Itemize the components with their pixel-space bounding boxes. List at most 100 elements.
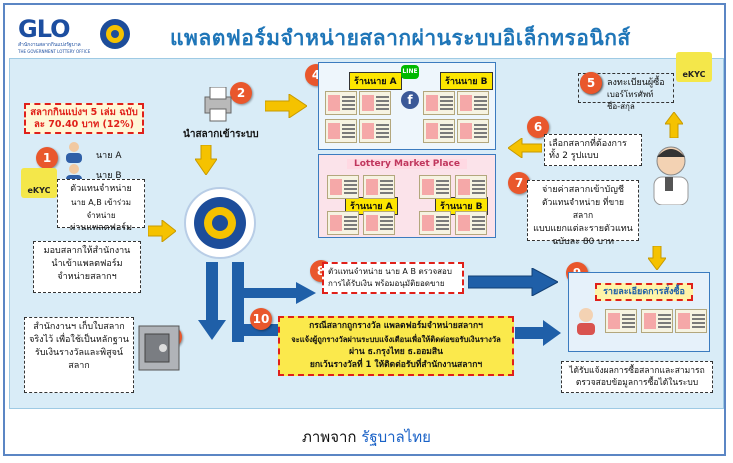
order-detail-panel: รายละเอียดการสั่งซื้อ <box>568 272 710 352</box>
step-1-box-join-line1: ตัวแทนจำหน่าย <box>70 184 132 194</box>
price-info-line1: สลากกินแบ่งฯ 5 เล่ม ฉบับ <box>30 107 138 118</box>
step-3-line4: สลาก <box>68 361 90 371</box>
step-1-box-deliver-line3: จำหน่ายสลากฯ <box>57 272 117 282</box>
arrow-right-icon <box>265 94 307 118</box>
ticket-icon <box>457 91 489 115</box>
buyer-avatar-icon <box>577 308 595 335</box>
arrow-right-blue-icon <box>468 268 558 296</box>
step-3-line1: สำนักงานฯ เก็บใบสลาก <box>33 322 125 332</box>
step-10-badge: 10 <box>250 308 272 330</box>
step-2-badge: 2 <box>230 82 252 104</box>
step-8-line1: ตัวแทนจำหน่าย นาย A B ตรวจสอบ <box>328 267 452 276</box>
arrow-right-icon <box>148 220 176 242</box>
step-1-badge: 1 <box>36 147 58 169</box>
market-place-panel: Lottery Market Place ร้านนาย A ร้านนาย B <box>318 154 496 238</box>
step-3-line3: รับเงินรางวัลและพิสูจน์ <box>34 348 124 358</box>
shop-b-label: ร้านนาย B <box>440 72 493 90</box>
step-10-box: กรณีสลากถูกรางวัล แพลตฟอร์มจำหน่ายสลากฯ … <box>278 316 514 376</box>
step-5-line2: เบอร์โทรศัพท์ ชื่อ-สกุล <box>607 90 654 111</box>
market-place-title: Lottery Market Place <box>347 159 467 169</box>
ticket-icon <box>605 309 637 333</box>
step-7-line2: ตัวแทนจำหน่าย ที่ขายสลาก <box>542 198 624 221</box>
page-title: แพลตฟอร์มจำหน่ายสลากผ่านระบบอิเล็กทรอนิก… <box>170 26 631 50</box>
ticket-icon <box>325 119 357 143</box>
ticket-icon <box>675 309 707 333</box>
step-5-box: ลงทะเบียนผู้ซื้อ เบอร์โทรศัพท์ ชื่อ-สกุล <box>578 73 674 111</box>
step-8-line2: การได้รับเงิน พร้อมอนุมัติยอดขาย <box>328 279 445 288</box>
glo-seal-icon <box>184 187 256 259</box>
ticket-icon <box>641 309 673 333</box>
step-6-badge: 6 <box>527 116 549 138</box>
arrow-down-icon <box>195 145 217 175</box>
step-9-line1: ได้รับแจ้งผลการซื้อสลากและสามารถ <box>569 366 705 376</box>
ticket-icon <box>457 119 489 143</box>
online-shop-panel: ร้านนาย A ร้านนาย B LINE f <box>318 62 496 150</box>
step-2-label: นำสลากเข้าระบบ <box>183 129 259 140</box>
arrow-blue-connector-icon <box>198 262 244 342</box>
step-7-line4: ฉบับละ 80 บาท <box>552 237 614 247</box>
glo-logo-text: GLO <box>18 15 71 43</box>
step-10-line1: กรณีสลากถูกรางวัล แพลตฟอร์มจำหน่ายสลากฯ <box>309 321 483 331</box>
image-caption: ภาพจาก รัฐบาลไทย <box>0 425 733 449</box>
step-5-badge-front: 5 <box>580 72 602 94</box>
step-10-line3: ผ่าน ธ.กรุงไทย ธ.ออมสิน <box>349 347 443 357</box>
order-detail-title: รายละเอียดการสั่งซื้อ <box>603 287 685 297</box>
safe-box-icon <box>138 325 180 371</box>
step-9-line2: ตรวจสอบข้อมูลการซื้อได้ในระบบ <box>575 378 699 388</box>
line-app-icon: LINE <box>401 65 419 79</box>
glo-emblem-icon <box>100 19 130 49</box>
step-7-badge: 7 <box>508 172 530 194</box>
ticket-icon <box>363 211 395 235</box>
facebook-icon: f <box>401 91 419 109</box>
arrow-left-icon <box>508 138 542 158</box>
ticket-icon <box>327 175 359 199</box>
ekyc-label-buyer: eKYC <box>682 70 706 79</box>
step-7-line1: จ่ายค่าสลากเข้าบัญชี <box>542 185 624 195</box>
glo-logo-sub-thai: สำนักงานสลากกินแบ่งรัฐบาล <box>18 42 81 48</box>
step-3-box: สำนักงานฯ เก็บใบสลาก จริงไว้ เพื่อใช้เป็… <box>24 317 134 393</box>
step-8-box: ตัวแทนจำหน่าย นาย A B ตรวจสอบ การได้รับเ… <box>322 262 464 294</box>
price-info-box: สลากกินแบ่งฯ 5 เล่ม ฉบับ ละ 70.40 บาท (1… <box>24 103 144 134</box>
person-a-label: นาย A <box>96 151 122 161</box>
step-3-line2: จริงไว้ เพื่อใช้เป็นหลักฐาน <box>29 335 129 345</box>
arrow-right-blue-icon <box>515 320 561 346</box>
printer-icon <box>204 87 232 122</box>
arrow-up-icon <box>665 112 683 138</box>
buyer-person-icon <box>653 146 689 205</box>
order-detail-title-box: รายละเอียดการสั่งซื้อ <box>595 283 693 301</box>
caption-source-link[interactable]: รัฐบาลไทย <box>361 428 431 446</box>
step-6-line2: ทั้ง 2 รูปแบบ <box>549 151 599 161</box>
person-a-icon <box>66 142 82 163</box>
step-7-line3: แบบแยกแต่ละรายตัวแทน <box>533 224 633 234</box>
ticket-icon <box>363 175 395 199</box>
line-app-label: LINE <box>402 68 418 75</box>
ticket-icon <box>419 211 451 235</box>
step-1-box-deliver-line2: นำเข้าแพลตฟอร์ม <box>51 259 123 269</box>
step-1-box-join-line3: ผ่านแพลตฟอร์ม <box>69 223 133 233</box>
step-1-box-deliver: มอบสลากให้สำนักงาน นำเข้าแพลตฟอร์ม จำหน่… <box>33 241 141 293</box>
ticket-icon <box>325 91 357 115</box>
ticket-icon <box>455 175 487 199</box>
step-6-line1: เลือกสลากที่ต้องการ <box>549 139 627 149</box>
person-b-label: นาย B <box>96 171 122 181</box>
step-7-box: จ่ายค่าสลากเข้าบัญชี ตัวแทนจำหน่าย ที่ขา… <box>527 180 639 247</box>
price-info-line2: ละ 70.40 บาท (12%) <box>34 119 134 130</box>
glo-logo-sub-eng: THE GOVERNMENT LOTTERY OFFICE <box>18 49 91 54</box>
ticket-icon <box>359 119 391 143</box>
ticket-icon <box>455 211 487 235</box>
step-1-box-join-line2: นาย A,B เข้าร่วมจำหน่าย <box>71 198 131 220</box>
ticket-icon <box>419 175 451 199</box>
ekyc-badge-buyer: eKYC <box>676 52 712 82</box>
ticket-icon <box>423 91 455 115</box>
ticket-icon <box>327 211 359 235</box>
step-1-box-deliver-line1: มอบสลากให้สำนักงาน <box>43 246 131 256</box>
ticket-icon <box>359 91 391 115</box>
step-9-box: ได้รับแจ้งผลการซื้อสลากและสามารถ ตรวจสอบ… <box>561 361 713 393</box>
arrow-down-icon <box>648 246 666 270</box>
caption-prefix: ภาพจาก <box>302 428 357 446</box>
step-1-box-join: ตัวแทนจำหน่าย นาย A,B เข้าร่วมจำหน่าย ผ่… <box>57 179 145 233</box>
step-10-line2: จะแจ้งผู้ถูกรางวัลผ่านระบบแจ้งเตือนเพื่อ… <box>291 335 501 344</box>
arrow-right-blue-icon <box>236 282 316 304</box>
glo-logo: GLO สำนักงานสลากกินแบ่งรัฐบาล THE GOVERN… <box>18 16 98 60</box>
shop-a-label: ร้านนาย A <box>349 72 402 90</box>
